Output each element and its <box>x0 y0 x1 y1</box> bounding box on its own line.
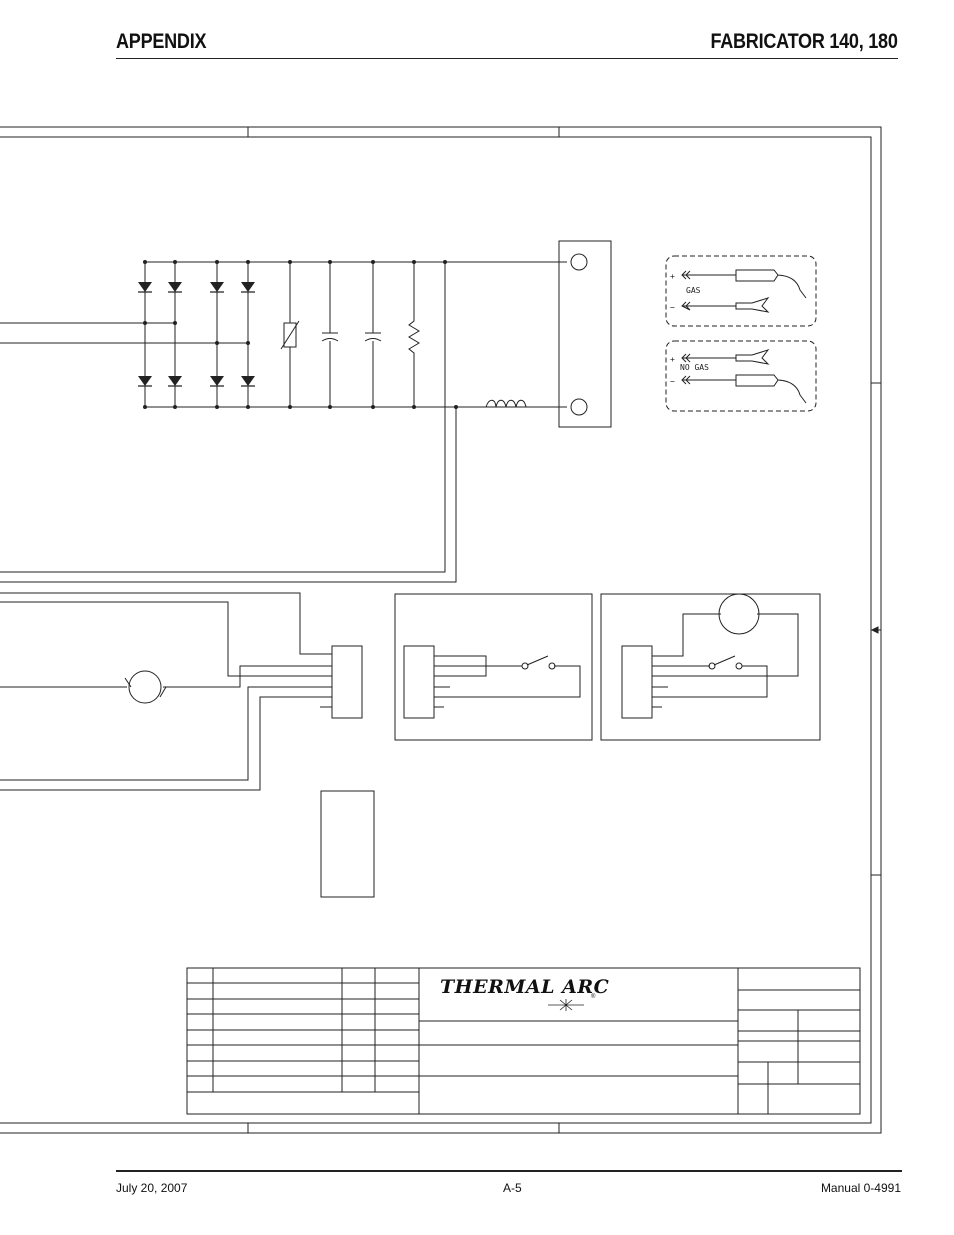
diode-icon <box>138 282 255 386</box>
inductor-icon <box>485 399 527 408</box>
output-terminal-icon <box>570 253 588 271</box>
polarity-nogas-box <box>665 340 817 412</box>
spark-icon <box>548 999 584 1011</box>
motor-icon-2 <box>718 593 760 635</box>
rectifier-bridge <box>0 261 530 408</box>
connector-plug <box>331 645 363 719</box>
switch-detail-2 <box>600 593 821 741</box>
brand-registered: ® <box>591 993 596 1000</box>
minus-label-nogas: − <box>670 377 675 386</box>
ground-clamp-icon-2 <box>735 349 770 365</box>
brand-logo: THERMAL ARC <box>440 976 609 998</box>
resistor-icon <box>408 262 420 407</box>
model-title: FABRICATOR 140, 180 <box>710 30 898 53</box>
inner-border <box>0 136 872 1124</box>
switch-icon <box>526 655 549 666</box>
section-title: APPENDIX <box>116 30 207 53</box>
output-terminal-icon-2 <box>570 398 588 416</box>
footer-rule <box>116 1170 902 1172</box>
footer-date: July 20, 2007 <box>116 1181 188 1195</box>
capacitor-icon-2 <box>364 332 382 342</box>
gas-label: GAS <box>686 286 701 295</box>
capacitor-icon <box>321 332 339 342</box>
header-rule <box>116 58 898 59</box>
plus-label-gas: + <box>670 272 675 281</box>
pcb-outline <box>320 790 375 898</box>
mig-torch-icon-2 <box>735 374 807 404</box>
polarity-gas-box <box>665 255 817 327</box>
capacitor-leads <box>329 262 374 407</box>
junction-dots <box>143 260 458 409</box>
varistor-icon <box>283 322 297 348</box>
no-gas-label: NO GAS <box>680 363 709 372</box>
mig-torch-icon <box>735 269 807 299</box>
switch-icon-2 <box>713 655 736 666</box>
minus-label-gas: − <box>670 303 675 312</box>
footer-manual-number: Manual 0-4991 <box>820 1181 901 1195</box>
plus-label-nogas: + <box>670 355 675 364</box>
switch-detail-1 <box>394 593 593 741</box>
output-terminal-block <box>558 240 612 428</box>
motor-icon <box>128 670 162 704</box>
footer-page-number: A-5 <box>503 1181 522 1195</box>
ground-clamp-icon <box>735 297 770 313</box>
